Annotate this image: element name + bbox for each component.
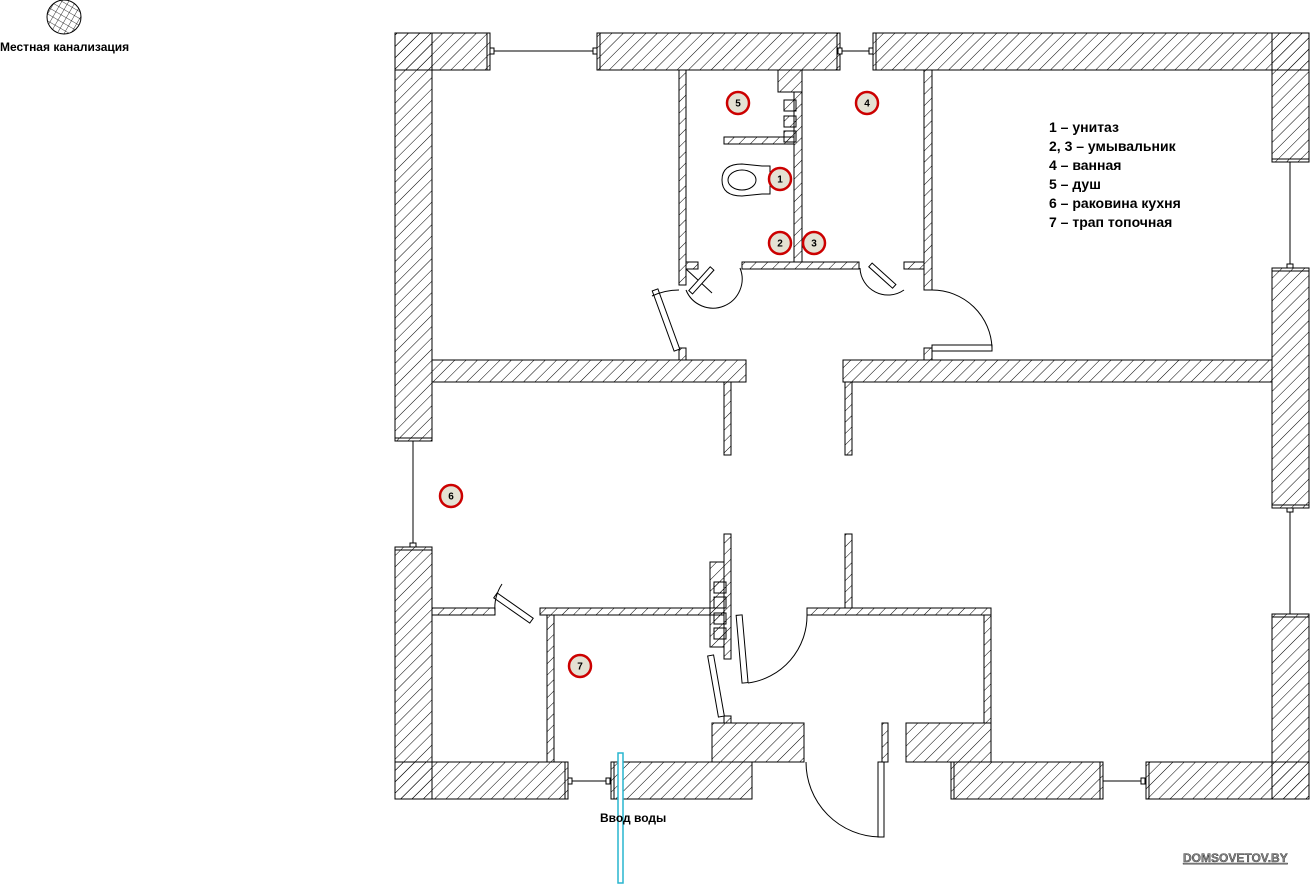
drain-marker-ring — [567, 653, 593, 679]
drain-marker-ring — [438, 483, 464, 509]
drain-marker-2: 2 — [767, 230, 793, 256]
drain-marker-ring — [725, 90, 751, 116]
drain-marker-7: 7 — [567, 653, 593, 679]
drain-marker-label: 1 — [777, 175, 783, 186]
drain-marker-label: 6 — [448, 492, 454, 503]
windows — [395, 33, 1309, 799]
drain-marker-label: 3 — [811, 239, 817, 250]
legend-item: 6 – раковина кухня — [1049, 195, 1181, 211]
legend-item: 7 – трап топочная — [1049, 214, 1172, 230]
drain-marker-6: 6 — [438, 483, 464, 509]
drain-marker-ring — [767, 230, 793, 256]
legend-item: 1 – унитаз — [1049, 119, 1119, 135]
legend-title: Местная канализация — [0, 40, 129, 54]
exterior-walls — [394, 32, 1310, 800]
toilet-fixture — [721, 163, 771, 197]
drain-marker-4: 4 — [854, 90, 880, 116]
legend-list: 1 – унитаз 2, 3 – умывальник 4 – ванная … — [1049, 119, 1181, 230]
legend-item: 4 – ванная — [1049, 157, 1121, 173]
interior-walls — [431, 69, 1273, 763]
doors — [493, 262, 993, 838]
drain-marker-label: 5 — [735, 99, 741, 110]
drain-marker-3: 3 — [801, 230, 827, 256]
drain-marker-label: 7 — [577, 662, 583, 673]
legend-item: 2, 3 – умывальник — [1049, 138, 1177, 154]
sewer-legend-icon — [46, 0, 82, 35]
drain-marker-label: 2 — [777, 239, 783, 250]
drain-marker-ring — [854, 90, 880, 116]
legend-item: 5 – душ — [1049, 176, 1101, 192]
drain-marker-ring — [801, 230, 827, 256]
drain-marker-label: 4 — [864, 99, 870, 110]
water-inlet-label: Ввод воды — [600, 811, 666, 825]
ventilation-ducts — [713, 99, 797, 640]
watermark[interactable]: DOMSOVETOV.BY — [1183, 851, 1288, 865]
marker-layer: 1 2 3 4 5 6 7 — [438, 90, 880, 679]
drain-marker-5: 5 — [725, 90, 751, 116]
drain-marker-1: 1 — [767, 166, 793, 192]
drain-marker-ring — [767, 166, 793, 192]
water-inlet-pipe — [617, 752, 624, 884]
